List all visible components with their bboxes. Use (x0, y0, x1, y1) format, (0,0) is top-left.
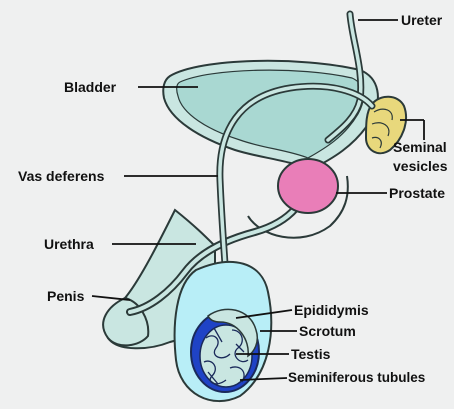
label-urethra: Urethra (44, 236, 94, 252)
label-testis: Testis (291, 346, 330, 362)
label-seminiferous-tubules: Seminiferous tubules (288, 370, 425, 386)
label-epididymis: Epididymis (294, 302, 369, 318)
label-vesicles: vesicles (393, 158, 448, 174)
label-vas-deferens: Vas deferens (18, 168, 104, 184)
label-seminal: Seminal (393, 139, 447, 155)
label-bladder: Bladder (64, 79, 116, 95)
label-prostate: Prostate (389, 185, 445, 201)
prostate-gland (278, 159, 338, 213)
label-penis: Penis (47, 288, 84, 304)
label-ureter: Ureter (401, 12, 442, 28)
label-scrotum: Scrotum (299, 323, 356, 339)
